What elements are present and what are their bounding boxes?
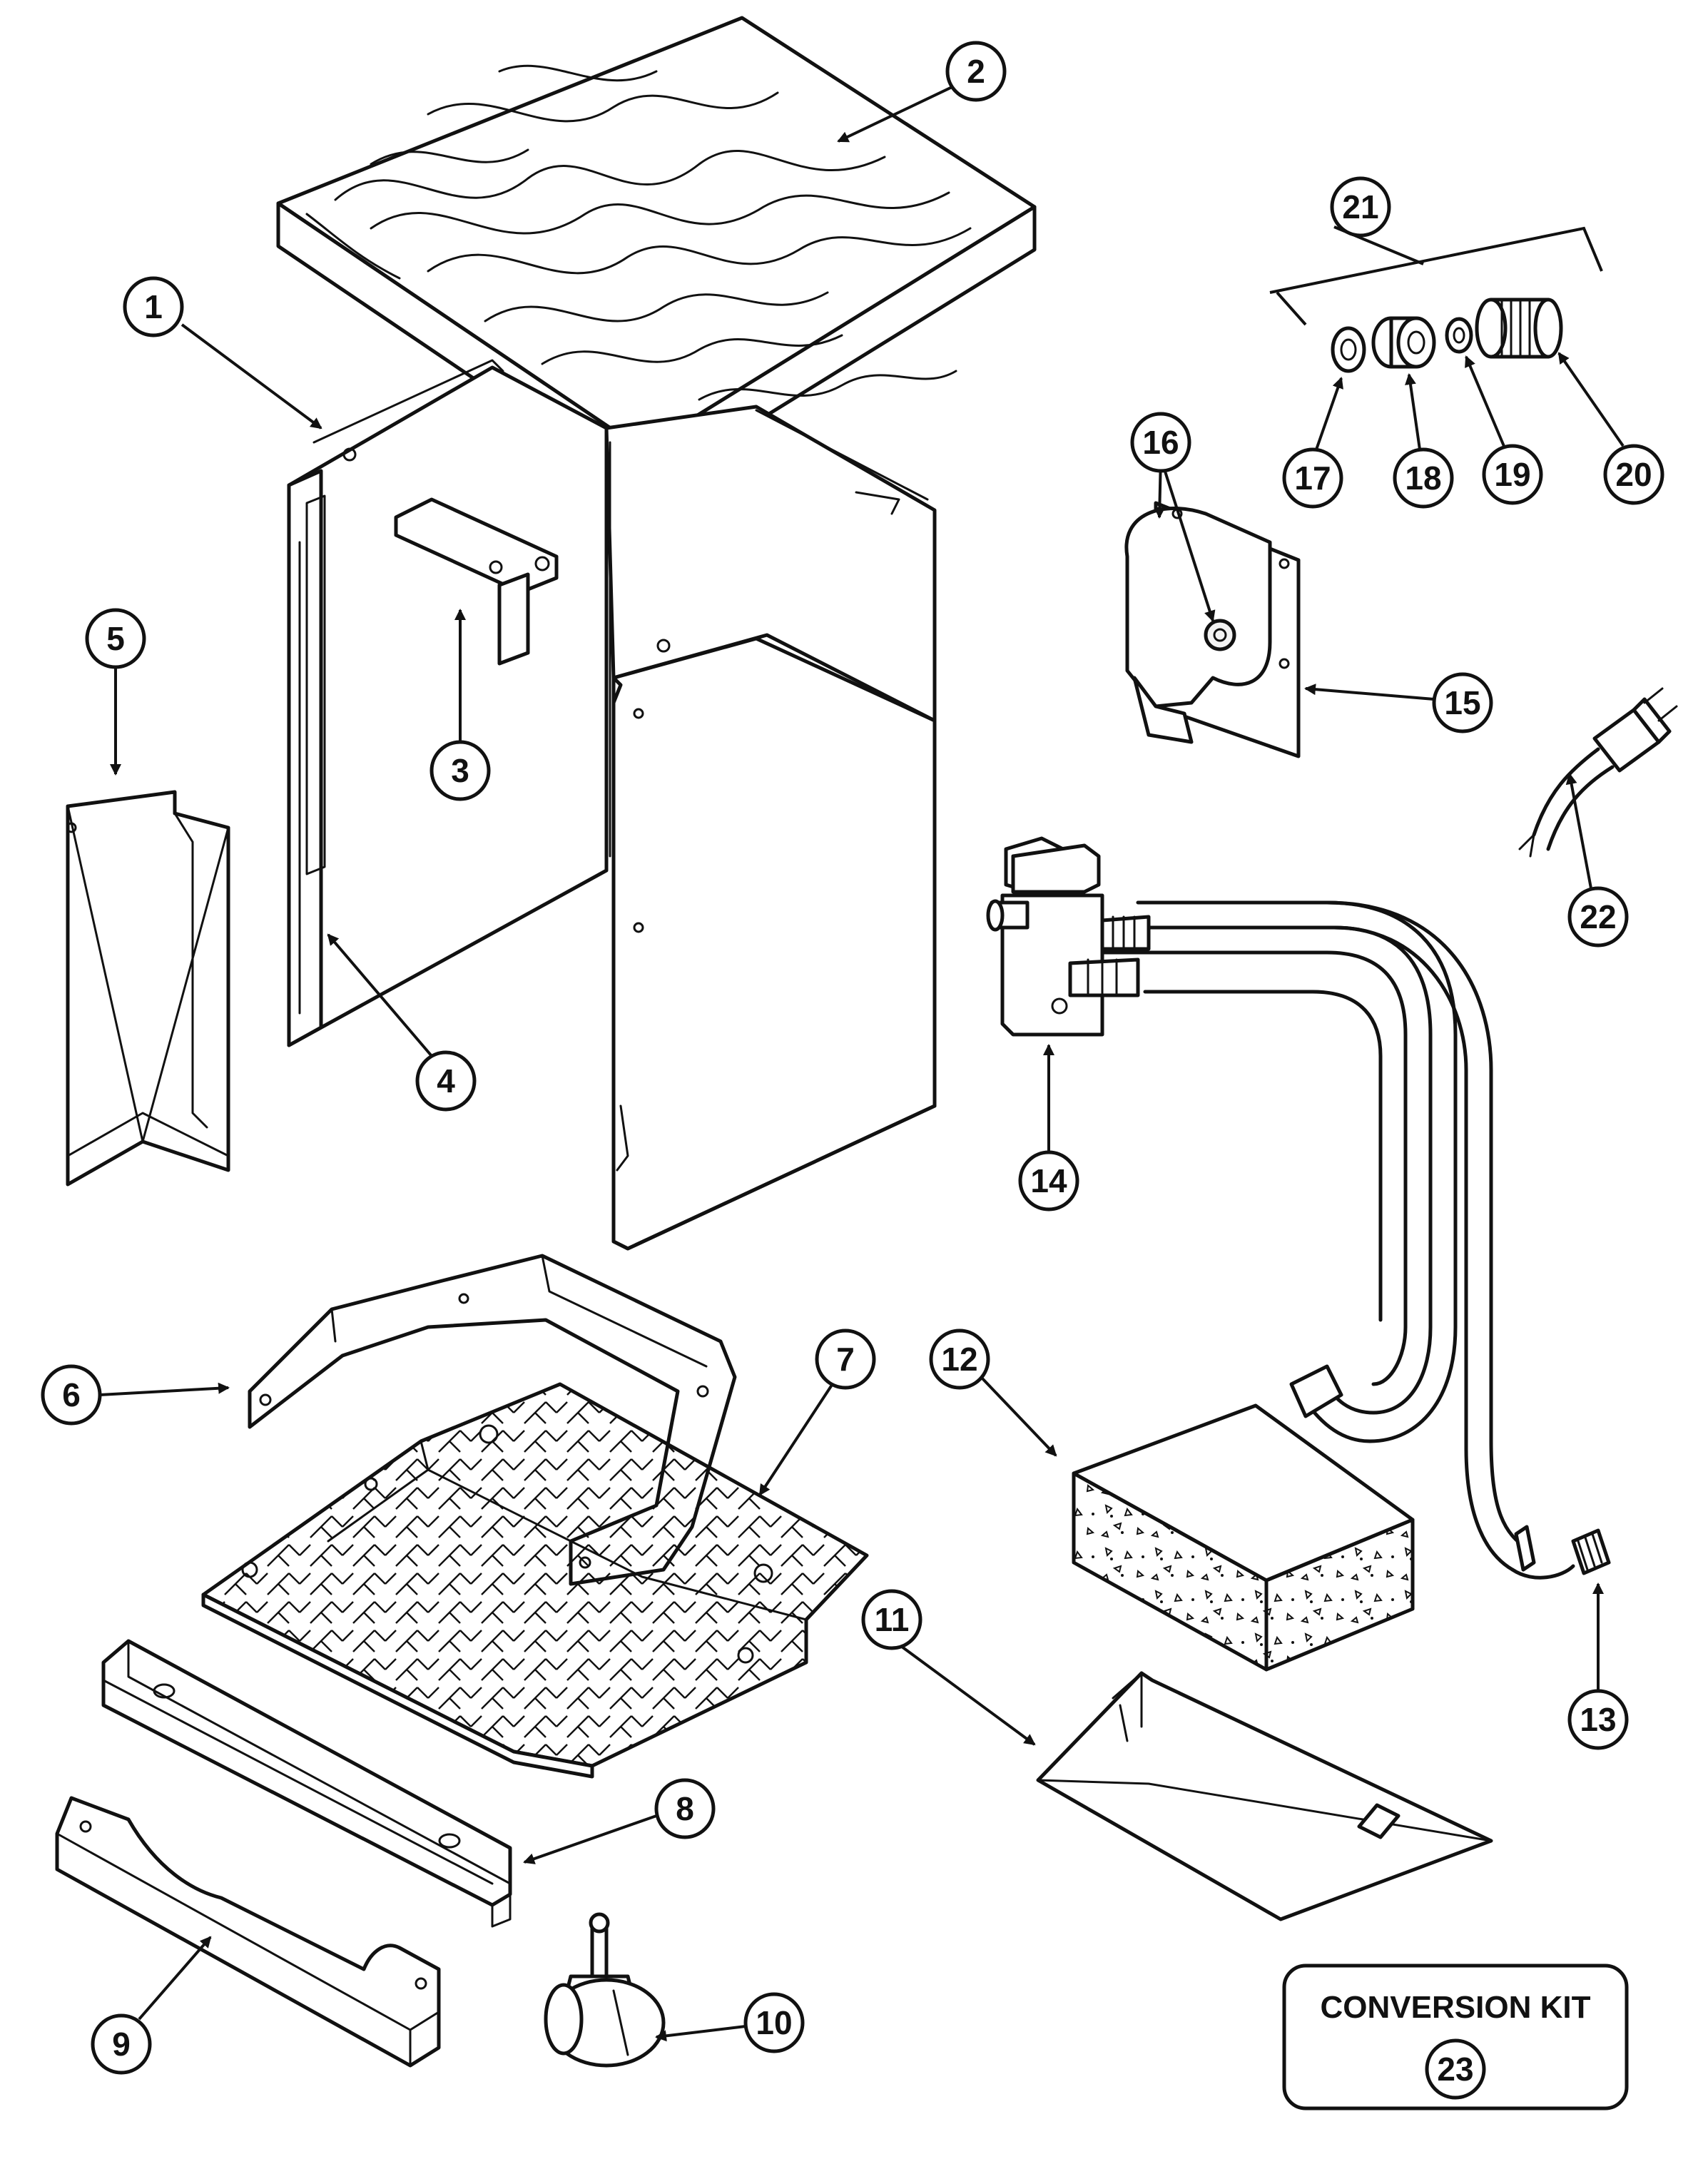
part-15-motor-housing bbox=[1124, 501, 1301, 758]
callout-6: 6 bbox=[41, 1364, 102, 1426]
svg-text:15: 15 bbox=[1444, 684, 1480, 721]
svg-text:10: 10 bbox=[756, 2004, 792, 2041]
callout-15: 15 bbox=[1432, 672, 1493, 733]
callout-16: 16 bbox=[1130, 412, 1191, 473]
svg-text:7: 7 bbox=[836, 1341, 855, 1378]
callout-18: 18 bbox=[1393, 447, 1454, 509]
svg-text:17: 17 bbox=[1294, 459, 1331, 497]
part-11-deflector bbox=[1036, 1671, 1493, 1921]
svg-text:8: 8 bbox=[676, 1790, 694, 1827]
callout-2: 2 bbox=[945, 41, 1007, 102]
part-8-rail bbox=[101, 1639, 512, 1928]
callout-11: 11 bbox=[861, 1589, 922, 1650]
svg-text:3: 3 bbox=[451, 752, 469, 789]
callout-8: 8 bbox=[654, 1778, 716, 1839]
cabinet-right-panel bbox=[604, 405, 937, 1251]
svg-text:4: 4 bbox=[437, 1062, 455, 1099]
svg-text:22: 22 bbox=[1580, 898, 1616, 935]
callout-4: 4 bbox=[415, 1050, 477, 1112]
callout-14: 14 bbox=[1018, 1150, 1079, 1212]
svg-text:21: 21 bbox=[1342, 188, 1378, 225]
callout-21: 21 bbox=[1330, 176, 1391, 238]
svg-text:11: 11 bbox=[875, 1601, 910, 1638]
svg-text:23: 23 bbox=[1437, 2051, 1473, 2088]
conversion-kit-label: CONVERSION KIT bbox=[1321, 1990, 1591, 2025]
callout-3: 3 bbox=[429, 740, 491, 801]
callout-13: 13 bbox=[1567, 1689, 1629, 1750]
part-10-caster bbox=[544, 1912, 666, 2068]
svg-text:14: 14 bbox=[1030, 1162, 1067, 1199]
callout-23: 23 bbox=[1425, 2038, 1486, 2100]
callout-17: 17 bbox=[1282, 447, 1343, 509]
callout-5: 5 bbox=[85, 608, 146, 669]
svg-text:2: 2 bbox=[967, 53, 985, 90]
conversion-kit-box: CONVERSION KIT 23 bbox=[1282, 1964, 1629, 2110]
svg-text:9: 9 bbox=[112, 2026, 131, 2063]
callout-10: 10 bbox=[743, 1992, 805, 2053]
svg-text:19: 19 bbox=[1494, 456, 1530, 493]
part-5-corner-panel bbox=[66, 790, 230, 1187]
callout-12: 12 bbox=[929, 1329, 990, 1390]
svg-text:5: 5 bbox=[106, 620, 125, 657]
part-3-bracket bbox=[394, 497, 559, 666]
callout-22: 22 bbox=[1567, 886, 1629, 948]
part-12-foam-block bbox=[1072, 1403, 1415, 1672]
svg-text:16: 16 bbox=[1142, 424, 1179, 461]
part-21-fitting-set bbox=[1269, 225, 1603, 373]
svg-text:6: 6 bbox=[62, 1376, 81, 1413]
callout-1: 1 bbox=[123, 276, 184, 337]
part-7-base-pan bbox=[201, 1382, 869, 1779]
part-1-left-side-panel bbox=[287, 359, 609, 1047]
svg-text:12: 12 bbox=[941, 1341, 977, 1378]
svg-text:1: 1 bbox=[144, 288, 163, 325]
part-9-kick-plate bbox=[55, 1796, 441, 2068]
callout-7: 7 bbox=[815, 1329, 876, 1390]
svg-text:18: 18 bbox=[1405, 459, 1441, 497]
svg-text:20: 20 bbox=[1615, 456, 1652, 493]
callout-19: 19 bbox=[1482, 444, 1543, 505]
callout-9: 9 bbox=[91, 2013, 152, 2075]
svg-text:13: 13 bbox=[1580, 1701, 1616, 1738]
part-14-valve-hose-assembly bbox=[986, 836, 1611, 1580]
part-22-power-cord bbox=[1518, 687, 1678, 858]
callout-20: 20 bbox=[1603, 444, 1664, 505]
